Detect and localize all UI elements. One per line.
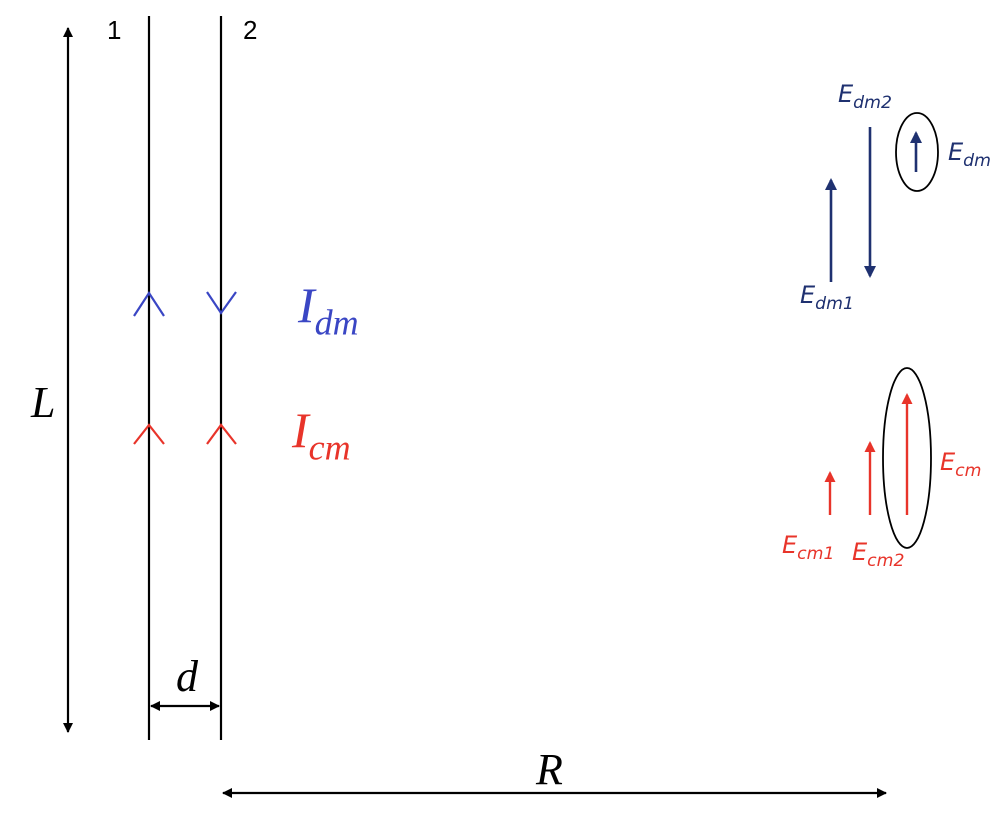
field-cm-total-ellipse bbox=[882, 367, 932, 549]
current-cm-symbol: I bbox=[292, 402, 309, 458]
field-dm-total-ellipse bbox=[895, 112, 939, 192]
current-cm-subscript: cm bbox=[308, 427, 351, 468]
current-dm-subscript: dm bbox=[314, 302, 359, 343]
field-cm-total-subscript: cm bbox=[955, 461, 982, 482]
field-cm2-symbol: E bbox=[852, 538, 868, 566]
field-dm2-subscript: dm2 bbox=[853, 93, 892, 114]
wire-2-cm-current-up-icon bbox=[206, 423, 237, 445]
field-dm2-label: Edm2 bbox=[838, 82, 892, 112]
field-cm-total-label: Ecm bbox=[940, 450, 981, 480]
wire-2-dm-current-down-icon bbox=[206, 291, 237, 315]
field-cm2-label: Ecm2 bbox=[852, 540, 904, 570]
field-cm1-subscript: cm1 bbox=[797, 544, 835, 565]
current-dm-label: Idm bbox=[298, 280, 359, 341]
distance-label: R bbox=[536, 745, 563, 794]
wire-1-dm-current-up-icon bbox=[133, 290, 165, 317]
field-dm-total-label: Edm bbox=[948, 140, 991, 170]
current-cm-label: Icm bbox=[292, 405, 351, 466]
wire-2-label: 2 bbox=[243, 15, 258, 45]
spacing-label: d bbox=[176, 652, 198, 701]
field-dm1-subscript: dm1 bbox=[815, 294, 854, 315]
field-cm1-symbol: E bbox=[782, 531, 798, 559]
field-dm1-symbol: E bbox=[800, 281, 816, 309]
field-dm-total-subscript: dm bbox=[963, 151, 991, 172]
field-cm-total-symbol: E bbox=[940, 448, 956, 476]
field-dm-total-symbol: E bbox=[948, 138, 964, 166]
length-label: L bbox=[31, 378, 56, 427]
field-cm1-label: Ecm1 bbox=[782, 533, 834, 563]
current-dm-symbol: I bbox=[298, 277, 315, 333]
field-dm1-label: Edm1 bbox=[800, 283, 854, 313]
wire-1-label: 1 bbox=[107, 15, 122, 45]
wire-1-cm-current-up-icon bbox=[133, 423, 165, 445]
field-dm2-symbol: E bbox=[838, 80, 854, 108]
field-cm2-subscript: cm2 bbox=[867, 551, 905, 572]
